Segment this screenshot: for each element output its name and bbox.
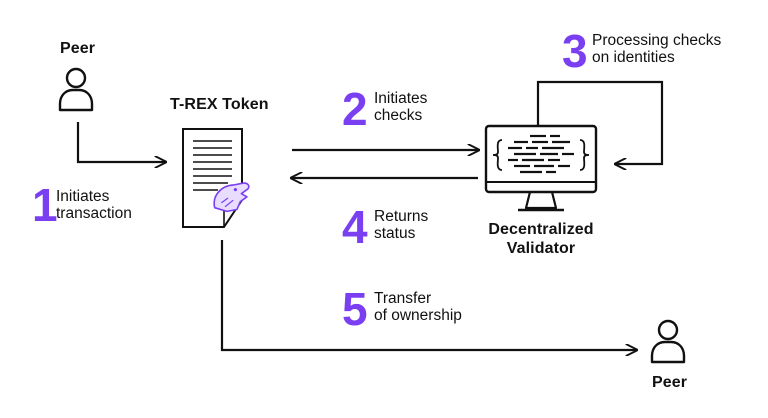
user-icon	[650, 319, 686, 364]
step-2-number: 2	[342, 83, 368, 135]
step-5-number: 5	[342, 283, 368, 335]
step-5-text: Transfer of ownership	[374, 290, 462, 324]
validator-label-line2: Validator	[506, 240, 576, 257]
step-4-line1: Returns	[374, 208, 429, 225]
step-3-line1: Processing checks	[592, 32, 722, 49]
step-3-line2: on identities	[592, 49, 675, 66]
step-2-text: Initiates checks	[374, 90, 427, 124]
validator-label: Decentralized Validator	[482, 220, 600, 258]
step-2-line1: Initiates	[374, 90, 428, 107]
monitor-code-icon	[484, 124, 598, 212]
peer-sender-label: Peer	[60, 40, 96, 57]
arrow-processing-loop	[536, 80, 664, 164]
token-label: T-REX Token	[170, 96, 269, 113]
step-1-line1: Initiates	[56, 188, 110, 205]
dino-seal	[213, 182, 250, 213]
step-4-text: Returns status	[374, 208, 428, 242]
arrow-peer-to-token	[76, 122, 165, 162]
step-5-line2: of ownership	[374, 307, 462, 324]
step-3-number: 3	[562, 25, 588, 77]
step-4-line2: status	[374, 225, 416, 242]
step-1-line2: transaction	[56, 205, 132, 222]
step-1-number: 1	[32, 179, 58, 231]
validator-label-line1: Decentralized	[488, 221, 594, 238]
step-5-line1: Transfer	[374, 290, 432, 307]
arrow-token-to-receiver	[220, 240, 636, 350]
step-1-text: Initiates transaction	[56, 188, 132, 222]
step-2-line2: checks	[374, 107, 423, 124]
document-with-dino-icon	[182, 128, 250, 228]
peer-receiver-label: Peer	[652, 374, 688, 391]
step-3-text: Processing checks on identities	[592, 32, 721, 66]
step-4-number: 4	[342, 201, 368, 253]
user-icon	[58, 67, 94, 112]
